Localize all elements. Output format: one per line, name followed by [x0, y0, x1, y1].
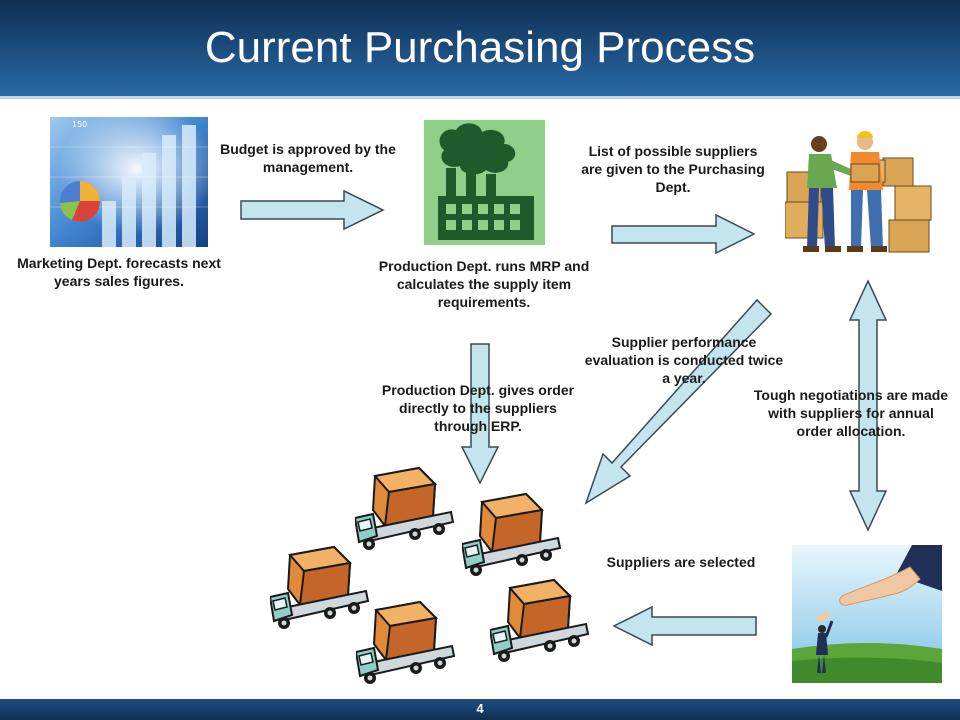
label-selected: Suppliers are selected	[606, 554, 756, 570]
label-supplier-list: List of possible suppliers are given to …	[581, 143, 765, 195]
arrow-diagonal-performance	[584, 298, 773, 505]
label-marketing: Marketing Dept. forecasts next years sal…	[17, 255, 221, 289]
label-production-mrp: Production Dept. runs MRP and calculates…	[378, 258, 590, 310]
svg-text:150: 150	[72, 120, 87, 129]
arrow-right-supplier-list	[611, 213, 756, 255]
label-performance: Supplier performance evaluation is condu…	[584, 334, 784, 386]
arrow-double-negotiation	[848, 279, 888, 532]
slide-title: Current Purchasing Process	[204, 23, 756, 72]
arrow-down-order	[460, 343, 500, 485]
arrow-left-selected	[612, 605, 757, 647]
page-number: 4	[476, 701, 484, 716]
marketing-chart-image: 150	[50, 117, 208, 247]
workers-boxes-image	[785, 131, 932, 253]
factory-image	[424, 120, 545, 245]
slide-header: Current Purchasing Process	[0, 0, 960, 99]
label-negotiations: Tough negotiations are made with supplie…	[753, 387, 949, 439]
slide-footer: 4	[0, 699, 960, 720]
handshake-image	[792, 545, 942, 683]
label-production-order: Production Dept. gives order directly to…	[381, 382, 575, 434]
arrow-right-budget	[240, 189, 385, 231]
label-budget: Budget is approved by the management.	[220, 141, 396, 175]
